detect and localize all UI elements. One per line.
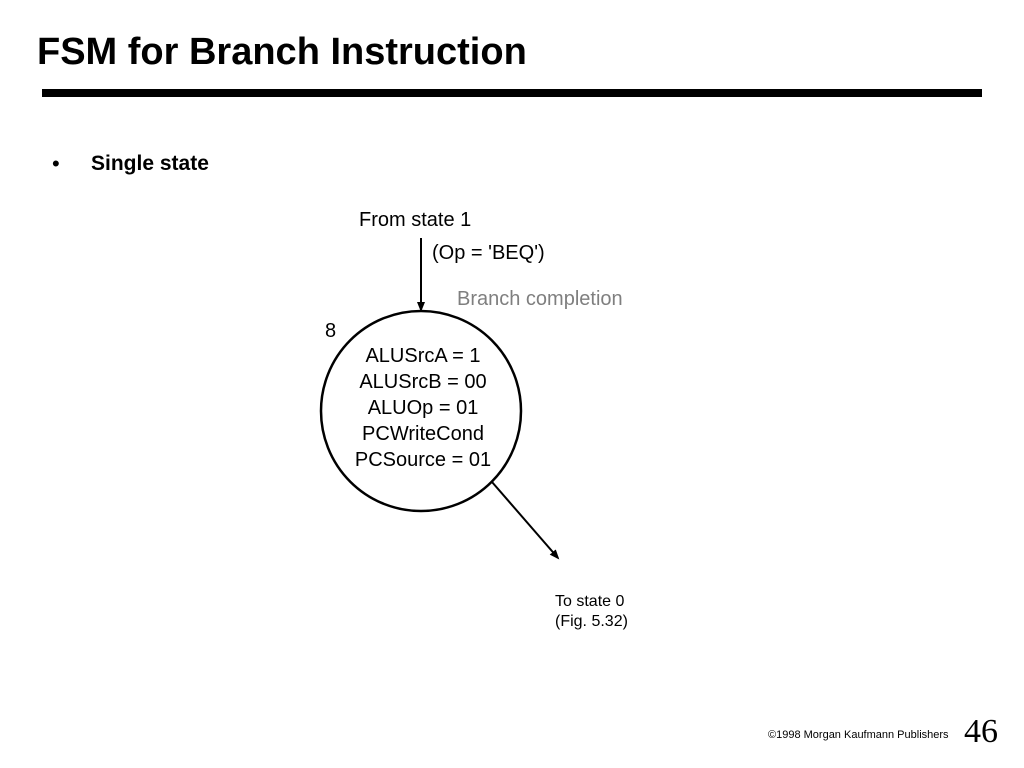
signal-pcwritecond: PCWriteCond — [362, 423, 484, 445]
page-number: 46 — [964, 713, 998, 750]
bullet-text: Single state — [91, 152, 209, 175]
state-number: 8 — [325, 320, 337, 342]
bullet-symbol: • — [52, 151, 60, 176]
state-signals: ALUSrcA = 1 ALUSrcB = 00 ALUOp = 01 PCWr… — [322, 343, 524, 473]
title-rule — [42, 89, 982, 97]
incoming-transition-label: From state 1 — [359, 209, 472, 231]
outgoing-transition-label: To state 0 (Fig. 5.32) — [555, 592, 628, 632]
state-8-circle — [319, 309, 523, 513]
copyright-notice: ©1998 Morgan Kaufmann Publishers — [768, 729, 949, 741]
outgoing-label-line1: To state 0 — [555, 593, 625, 610]
signal-alusrca: ALUSrcA = 1 — [365, 345, 481, 367]
transition-condition-label: (Op = 'BEQ') — [432, 242, 545, 264]
slide-title: FSM for Branch Instruction — [37, 31, 527, 73]
stage-label: Branch completion — [457, 288, 623, 310]
outgoing-transition-arrow — [491, 481, 560, 560]
signal-pcsource: PCSource = 01 — [354, 449, 492, 471]
signal-alusrcb: ALUSrcB = 00 — [359, 371, 487, 393]
signal-aluop: ALUOp = 01 — [367, 397, 479, 419]
outgoing-label-line2: (Fig. 5.32) — [555, 613, 628, 630]
